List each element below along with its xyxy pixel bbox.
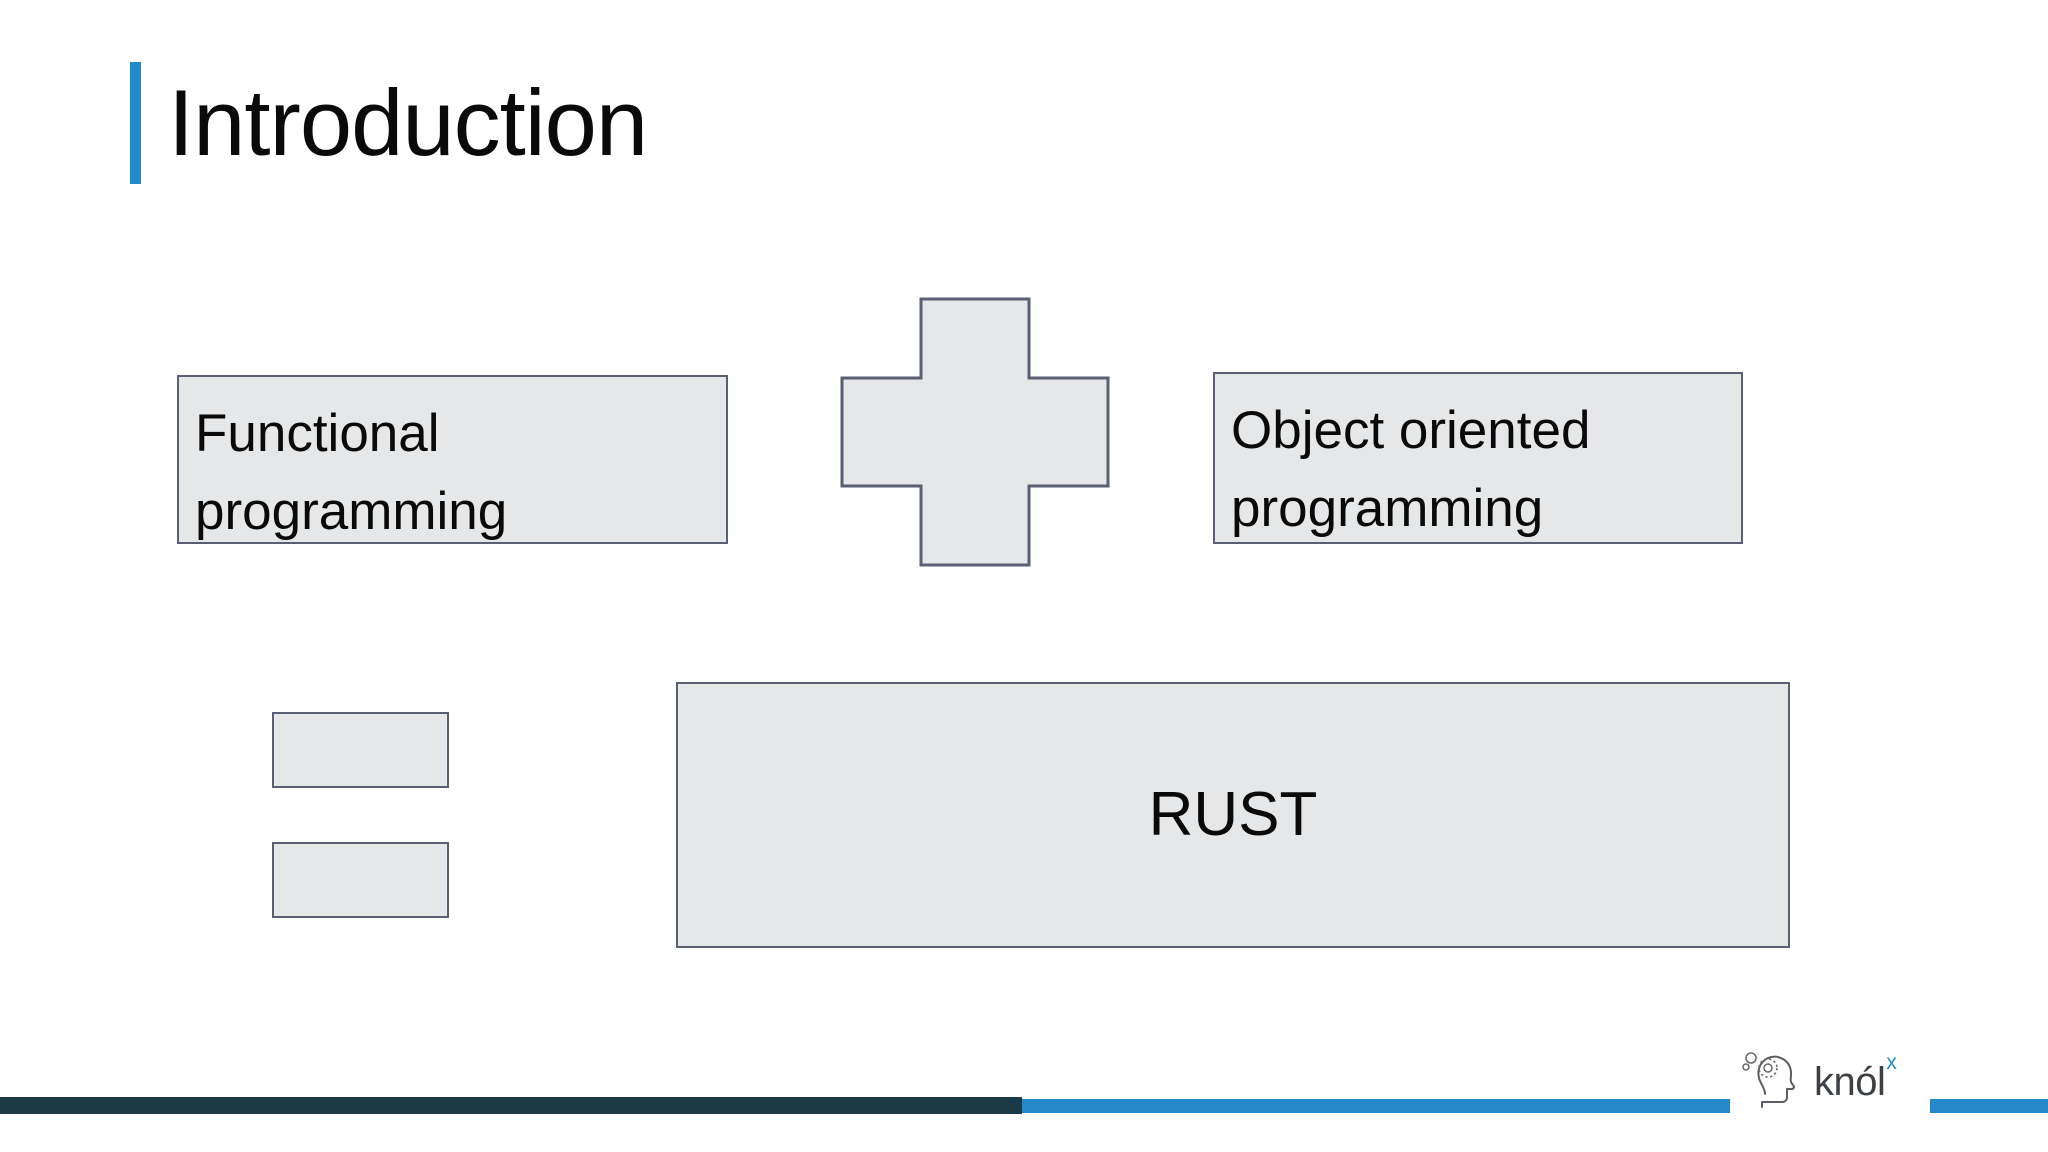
- title-accent-bar: [130, 62, 141, 184]
- equals-bar-top: [272, 712, 449, 788]
- object-oriented-programming-label: Object oriented programming: [1231, 401, 1591, 538]
- functional-programming-label: Functional programming: [195, 404, 508, 541]
- functional-programming-box: Functional programming: [177, 375, 728, 544]
- brand-logo: knól x: [1730, 1035, 1930, 1123]
- head-profile-gears-icon: [1738, 1048, 1812, 1110]
- page-title: Introduction: [130, 62, 648, 184]
- brand-superscript: x: [1886, 1051, 1897, 1074]
- title-text: Introduction: [168, 70, 648, 175]
- plus-icon: [840, 297, 1110, 567]
- equals-bar-bottom: [272, 842, 449, 918]
- brand-wordmark: knól: [1814, 1060, 1886, 1104]
- rust-label: RUST: [1148, 780, 1318, 849]
- rust-result-box: RUST: [676, 682, 1790, 948]
- object-oriented-programming-box: Object oriented programming: [1213, 372, 1743, 544]
- footer-bar-dark: [0, 1097, 1022, 1114]
- equals-icon: [272, 712, 449, 918]
